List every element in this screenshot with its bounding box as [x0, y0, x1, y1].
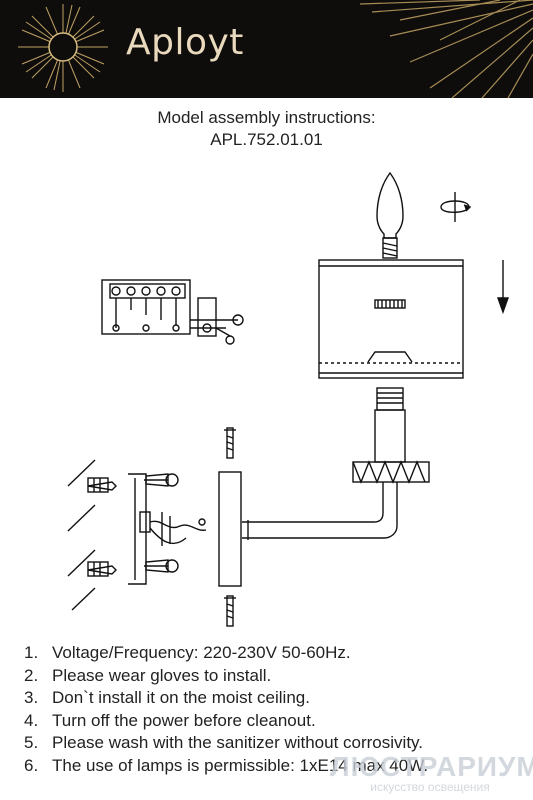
lamp-shade [318, 259, 464, 379]
instruction-item: 2. Please wear gloves to install. [24, 665, 428, 688]
instruction-text: Voltage/Frequency: 220-230V 50-60Hz. [52, 643, 351, 662]
instruction-item: 5. Please wash with the sanitizer without… [24, 732, 428, 755]
instruction-number: 6. [24, 755, 39, 775]
instruction-item: 1. Voltage/Frequency: 220-230V 50-60Hz. [24, 642, 428, 665]
dowel-icon [87, 477, 117, 577]
brand-logo-text: Aployt [126, 22, 244, 63]
instruction-number: 2. [24, 665, 39, 685]
wall-hatching [67, 459, 96, 611]
instruction-item: 6. The use of lamps is permissible: 1xE14… [24, 755, 428, 778]
document-title: Model assembly instructions: APL.752.01.… [0, 107, 533, 151]
wall-plate [218, 471, 242, 587]
title-line-1: Model assembly instructions: [157, 108, 376, 127]
instruction-number: 4. [24, 710, 39, 730]
mounting-screws [144, 473, 179, 573]
rotate-icon [440, 192, 472, 222]
wall-bracket-icon [128, 473, 207, 585]
sunburst-logo-icon [18, 0, 533, 98]
candle-bulb-icon [376, 171, 404, 259]
watermark-sub: искусство освещения [370, 780, 490, 794]
instruction-item: 4. Turn off the power before cleanout. [24, 710, 428, 733]
assembly-diagram [67, 171, 509, 627]
instruction-text: The use of lamps is permissible: 1xE14 m… [52, 755, 429, 775]
instruction-number: 5. [24, 733, 39, 752]
instructions-list: 1. Voltage/Frequency: 220-230V 50-60Hz. 2… [24, 642, 428, 777]
instruction-text: Please wear gloves to install. [52, 665, 272, 685]
instruction-text: Turn off the power before cleanout. [52, 710, 316, 730]
screw-icon [224, 427, 236, 627]
instruction-item: 3. Don`t install it on the moist ceiling. [24, 687, 428, 710]
watermark-main: ЛЮСТРАРИУМ [330, 751, 533, 782]
down-arrow-icon [497, 260, 509, 315]
instruction-text: Don`t install it on the moist ceiling. [52, 688, 310, 707]
instruction-number: 1. [24, 643, 39, 662]
sconce-arm-icon [242, 482, 398, 540]
wiring-diagram-icon [101, 279, 244, 345]
lamp-socket [352, 387, 430, 484]
model-number: APL.752.01.01 [210, 130, 323, 149]
brand-header: Aployt [0, 0, 533, 98]
instruction-number: 3. [24, 688, 39, 707]
instruction-text: Please wash with the sanitizer without c… [52, 733, 424, 752]
watermark: ЛЮСТРАРИУМ искусство освещения [330, 751, 533, 795]
